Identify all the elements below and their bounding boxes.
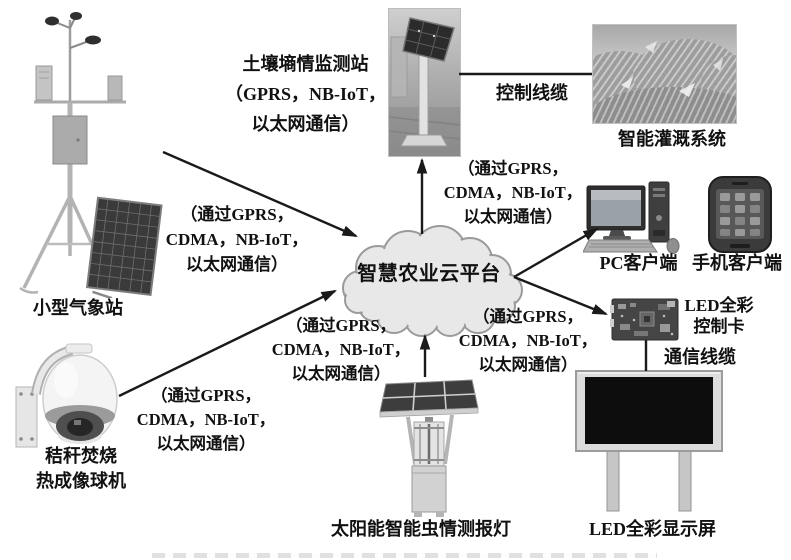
irrigation-caption: 智能灌溉系统 <box>618 129 726 149</box>
protocol-line: 以太网通信） <box>463 207 563 226</box>
protocol-line: 以太网通信） <box>156 434 256 453</box>
thermal-camera-caption: 秸秆焚烧 热成像球机 <box>16 444 146 494</box>
protocol-line: CDMA，NB-IoT， <box>165 230 309 249</box>
protocol-line: （通过GPRS， <box>457 159 568 178</box>
cropped-caption-strip <box>152 553 657 558</box>
protocol-line: CDMA，NB-IoT， <box>458 331 598 350</box>
protocol-line: 以太网通信） <box>186 255 288 274</box>
protocol-line: CDMA，NB-IoT， <box>443 183 583 202</box>
led-display-illustration <box>575 369 723 514</box>
irrigation-glints <box>621 41 723 97</box>
soil-station-label-line: 土壤墒情监测站 <box>242 54 369 74</box>
led-screen-icon <box>575 370 723 512</box>
comm-cable-label: 通信线缆 <box>664 347 736 367</box>
protocol-label-weather-to-cloud: （通过GPRS， CDMA，NB-IoT， 以太网通信） <box>142 202 332 277</box>
circuit-board-icon <box>610 298 679 341</box>
dome-camera-icon <box>15 343 118 448</box>
led-display-caption: LED全彩显示屏 <box>588 519 716 539</box>
desktop-computer-icon <box>582 181 680 254</box>
insect-lamp-illustration <box>376 372 482 518</box>
soil-station-photo <box>388 8 461 157</box>
smartphone-icon <box>708 176 772 253</box>
thermal-camera-caption-line: 秸秆焚烧 <box>45 446 117 466</box>
protocol-line: （通过GPRS， <box>285 316 396 335</box>
thermal-camera-illustration <box>14 336 138 448</box>
protocol-line: （通过GPRS， <box>150 386 261 405</box>
insect-lamp-icon <box>379 379 479 517</box>
protocol-line: 以太网通信） <box>478 355 578 374</box>
cloud-platform-shape <box>330 224 525 344</box>
protocol-line: CDMA，NB-IoT， <box>136 410 276 429</box>
cloud-platform-label: 智慧农业云平台 <box>357 263 501 285</box>
protocol-line: （通过GPRS， <box>472 307 583 326</box>
soil-station-icon <box>389 17 460 156</box>
led-control-card-caption: LED全彩 控制卡 <box>676 295 762 337</box>
protocol-line: 以太网通信） <box>291 364 391 383</box>
weather-station-icon <box>19 12 163 300</box>
pc-client-illustration <box>582 178 687 254</box>
weather-station-illustration <box>8 6 168 300</box>
protocol-line: （通过GPRS， <box>180 205 294 224</box>
thermal-camera-caption-line: 热成像球机 <box>36 471 126 491</box>
led-card-caption-line: LED全彩 <box>684 296 754 315</box>
protocol-label-cloud-to-led: （通过GPRS， CDMA，NB-IoT， 以太网通信） <box>438 305 618 377</box>
mobile-client-caption: 手机客户端 <box>692 253 782 273</box>
weather-station-caption: 小型气象站 <box>33 298 123 318</box>
pc-client-caption: PC客户端 <box>599 253 678 273</box>
irrigation-photo <box>592 24 737 124</box>
soil-station-label-line: （GPRS，NB-IoT， <box>224 84 386 104</box>
control-cable-label: 控制线缆 <box>496 83 568 103</box>
soil-station-label: 土壤墒情监测站 （GPRS，NB-IoT， 以太网通信） <box>203 49 408 139</box>
led-control-card-illustration <box>610 296 680 343</box>
insect-lamp-caption: 太阳能智能虫情测报灯 <box>331 519 511 539</box>
soil-station-label-line: 以太网通信） <box>251 114 360 134</box>
mobile-client-illustration <box>706 176 774 254</box>
cloud-icon <box>342 225 523 337</box>
led-card-caption-line: 控制卡 <box>693 317 745 336</box>
protocol-label-lamp-to-cloud: （通过GPRS， CDMA，NB-IoT， 以太网通信） <box>251 314 431 386</box>
protocol-line: CDMA，NB-IoT， <box>271 340 411 359</box>
protocol-label-cloud-to-soil: （通过GPRS， CDMA，NB-IoT， 以太网通信） <box>423 157 603 229</box>
